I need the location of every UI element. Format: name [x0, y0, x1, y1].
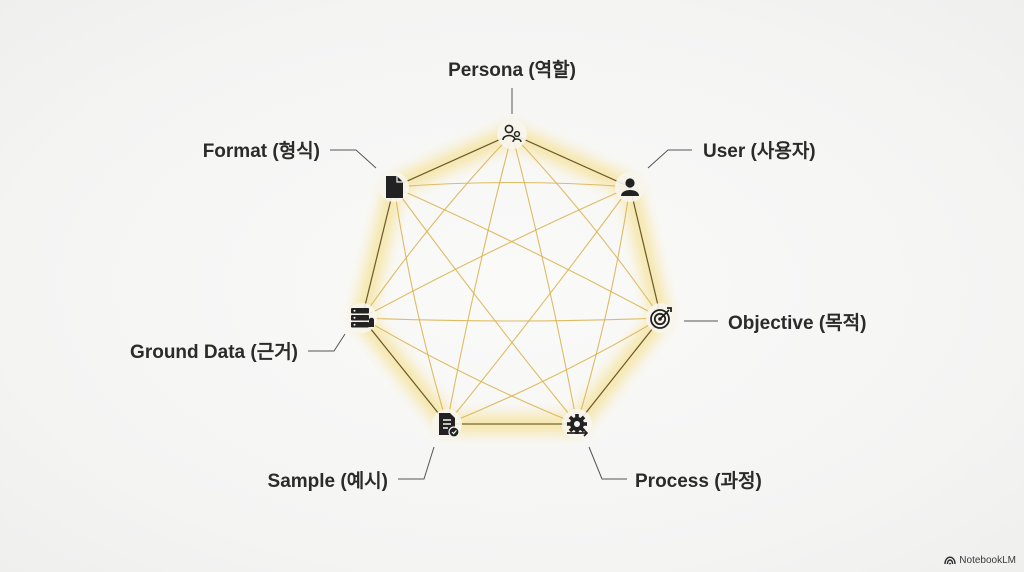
node-label-sample: Sample (예시) — [268, 470, 388, 492]
connection-process-ground — [361, 317, 578, 425]
node-icons — [347, 119, 676, 439]
node-labels: Persona (역할) User (사용자) Objective (목적) Proc… — [130, 58, 866, 492]
connection-objective-format — [393, 186, 662, 319]
connection-user-ground — [361, 186, 631, 319]
brand-watermark: NotebookLM — [944, 555, 1016, 566]
database-icon — [347, 303, 377, 333]
leader-line-format — [330, 149, 377, 169]
outline-user — [629, 186, 662, 319]
brand-name: NotebookLM — [959, 555, 1016, 566]
user-icon — [615, 172, 645, 202]
connection-user-format — [393, 181, 631, 188]
outline-objective — [576, 317, 662, 425]
leader-line-user — [647, 149, 692, 169]
persona-icon — [497, 119, 527, 149]
node-label-persona: Persona (역할) — [448, 58, 576, 81]
node-label-process: Process (과정) — [635, 470, 762, 492]
connection-process-format — [393, 186, 578, 425]
node-label-ground: Ground Data (근거) — [130, 341, 298, 363]
leader-line-ground — [308, 333, 346, 352]
node-label-objective: Objective (목적) — [728, 312, 866, 334]
target-icon — [646, 303, 676, 333]
connection-persona-process — [511, 133, 578, 425]
connection-user-sample — [446, 186, 631, 425]
connection-sample-format — [393, 186, 448, 425]
leader-line-process — [588, 446, 627, 480]
leader-lines — [308, 88, 718, 480]
connection-objective-sample — [446, 317, 662, 425]
glow-ring — [353, 125, 670, 433]
connection-persona-ground — [361, 133, 513, 319]
outline-format — [393, 133, 513, 188]
process-gear-icon — [562, 409, 592, 439]
notebooklm-logo-icon — [944, 556, 956, 565]
sample-document-icon — [432, 409, 462, 439]
connection-objective-ground — [361, 317, 662, 322]
node-label-user: User (사용자) — [703, 140, 816, 162]
leader-line-sample — [398, 446, 435, 480]
node-label-format: Format (형식) — [203, 140, 320, 162]
connection-user-process — [576, 186, 631, 425]
outline-sample — [361, 317, 448, 425]
connection-persona-sample — [446, 133, 513, 425]
outline-ground — [361, 186, 395, 319]
document-icon — [379, 172, 409, 202]
connection-persona-objective — [511, 133, 662, 319]
outline-persona — [511, 133, 631, 188]
